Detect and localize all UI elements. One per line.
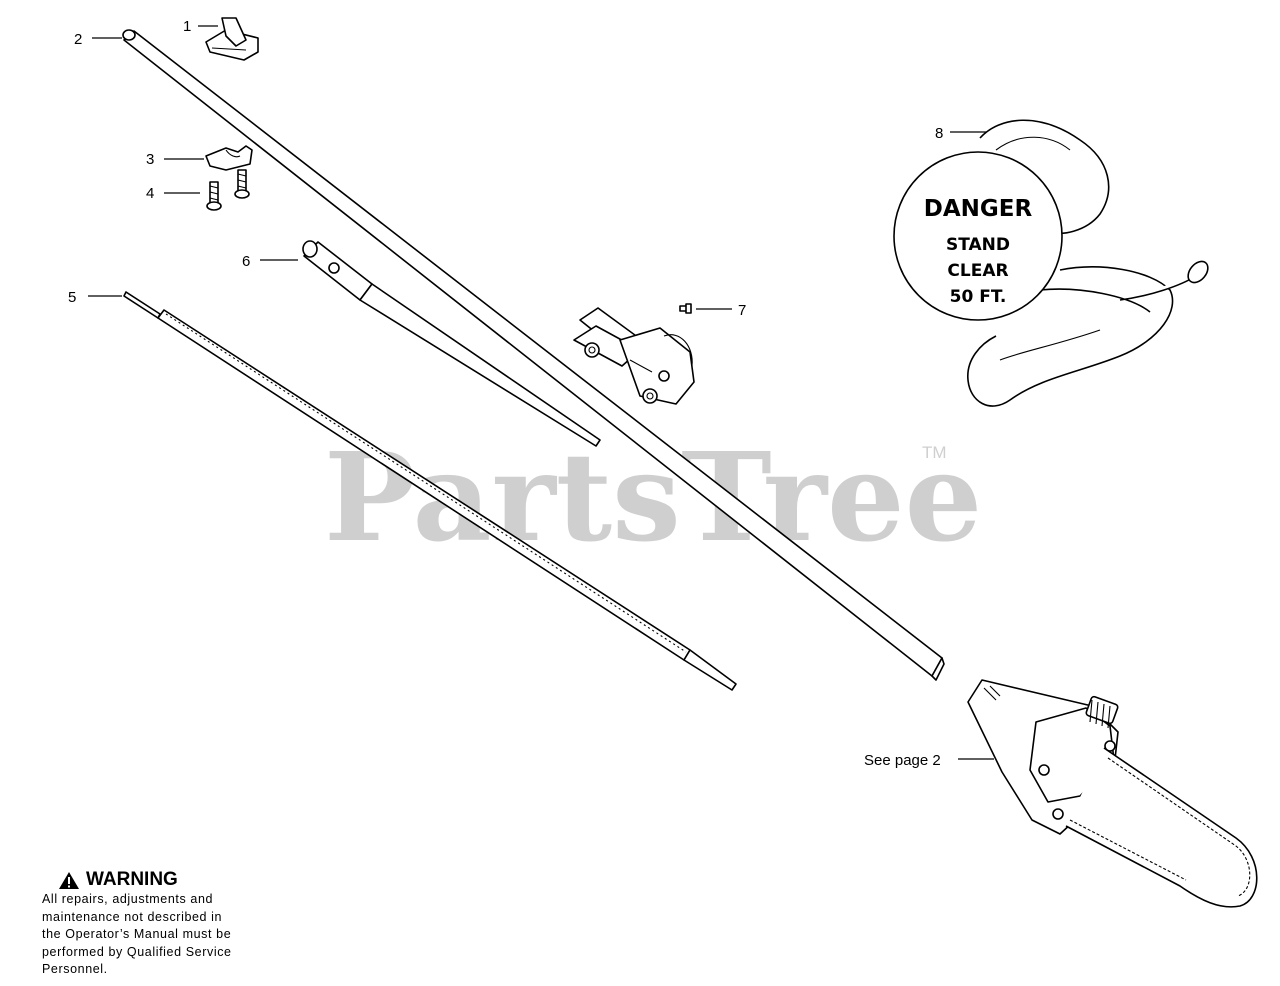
part-5-flex-shaft[interactable] bbox=[123, 291, 737, 691]
warning-heading-row: WARNING bbox=[58, 870, 272, 890]
part-6-drive-tube[interactable] bbox=[302, 240, 601, 447]
callout-2: 2 bbox=[74, 31, 82, 48]
callout-4: 4 bbox=[146, 185, 154, 202]
warning-triangle-icon bbox=[59, 871, 79, 889]
warning-line: maintenance not described in bbox=[42, 909, 223, 924]
danger-label-line2: CLEAR bbox=[947, 261, 1008, 281]
danger-label-circle bbox=[893, 151, 1063, 321]
callout-see-page-2: See page 2 bbox=[864, 752, 941, 769]
chainsaw-head-assembly[interactable] bbox=[967, 679, 1258, 908]
danger-label-title: DANGER bbox=[924, 196, 1033, 222]
warning-line: All repairs, adjustments and bbox=[42, 892, 214, 906]
part-coupling-clamp[interactable] bbox=[573, 307, 695, 405]
warning-line: Personnel. bbox=[42, 962, 108, 976]
watermark-trademark: TM bbox=[922, 443, 947, 462]
callout-7: 7 bbox=[738, 302, 746, 319]
callout-8: 8 bbox=[935, 125, 943, 142]
callout-5: 5 bbox=[68, 289, 76, 306]
part-2-shaft-tube[interactable] bbox=[122, 29, 945, 681]
part-3-clamp[interactable] bbox=[205, 145, 253, 171]
callout-3: 3 bbox=[146, 151, 154, 168]
warning-body: All repairs, adjustments and maintenance… bbox=[42, 891, 272, 979]
danger-label-line1: STAND bbox=[946, 235, 1010, 255]
warning-notice: WARNING All repairs, adjustments and mai… bbox=[42, 870, 272, 979]
part-4-screws[interactable] bbox=[206, 169, 250, 211]
callout-1: 1 bbox=[183, 18, 191, 35]
part-8-harness-strap[interactable]: DANGER STAND CLEAR 50 FT. bbox=[893, 119, 1212, 407]
warning-line: performed by Qualified Service bbox=[42, 944, 232, 959]
part-7-screw[interactable] bbox=[679, 303, 692, 314]
warning-line: the Operator’s Manual must be bbox=[42, 927, 232, 941]
part-1-bracket[interactable] bbox=[205, 17, 259, 61]
danger-label-line3: 50 FT. bbox=[950, 287, 1007, 307]
callout-6: 6 bbox=[242, 253, 250, 270]
warning-heading: WARNING bbox=[86, 869, 178, 890]
